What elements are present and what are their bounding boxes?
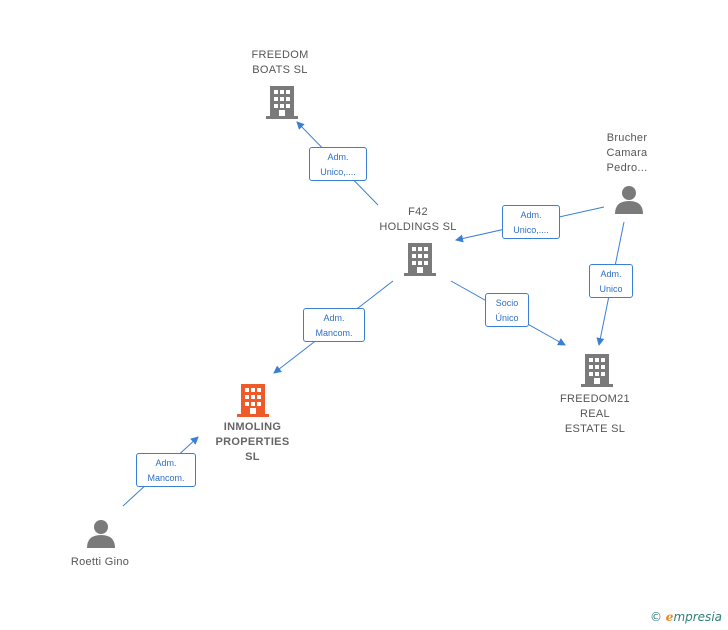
edge-label-brucher-to-f42[interactable]: Adm. Unico,.... bbox=[502, 205, 560, 239]
brand-e: e bbox=[665, 610, 674, 624]
building-icon[interactable] bbox=[266, 84, 298, 120]
brand-name: mpresia bbox=[673, 610, 722, 624]
person-icon[interactable] bbox=[614, 185, 644, 215]
node-label-brucher[interactable]: Brucher Camara Pedro... bbox=[606, 132, 648, 174]
node-label-inmoling[interactable]: INMOLING PROPERTIES SL bbox=[215, 421, 290, 463]
edge-label-f42-to-boats[interactable]: Adm. Unico,.... bbox=[309, 147, 367, 181]
building-icon-focus[interactable] bbox=[237, 382, 269, 418]
empresia-logo: © empresia bbox=[650, 610, 722, 624]
person-icon[interactable] bbox=[86, 519, 116, 549]
node-label-freedom-boats[interactable]: FREEDOM BOATS SL bbox=[251, 49, 309, 76]
node-label-f42-holdings[interactable]: F42 HOLDINGS SL bbox=[379, 206, 457, 233]
copyright-icon: © bbox=[649, 610, 662, 624]
building-icon[interactable] bbox=[581, 352, 613, 388]
edge-label-brucher-to-freedom21[interactable]: Adm. Unico bbox=[589, 264, 633, 298]
node-label-freedom21[interactable]: FREEDOM21 REAL ESTATE SL bbox=[560, 393, 630, 435]
edge-label-roetti-to-inmoling[interactable]: Adm. Mancom. bbox=[136, 453, 196, 487]
node-label-roetti[interactable]: Roetti Gino bbox=[70, 556, 130, 568]
building-icon[interactable] bbox=[404, 241, 436, 277]
edge-label-f42-to-freedom21[interactable]: Socio Único bbox=[485, 293, 529, 327]
edge-label-f42-to-inmoling[interactable]: Adm. Mancom. bbox=[303, 308, 365, 342]
